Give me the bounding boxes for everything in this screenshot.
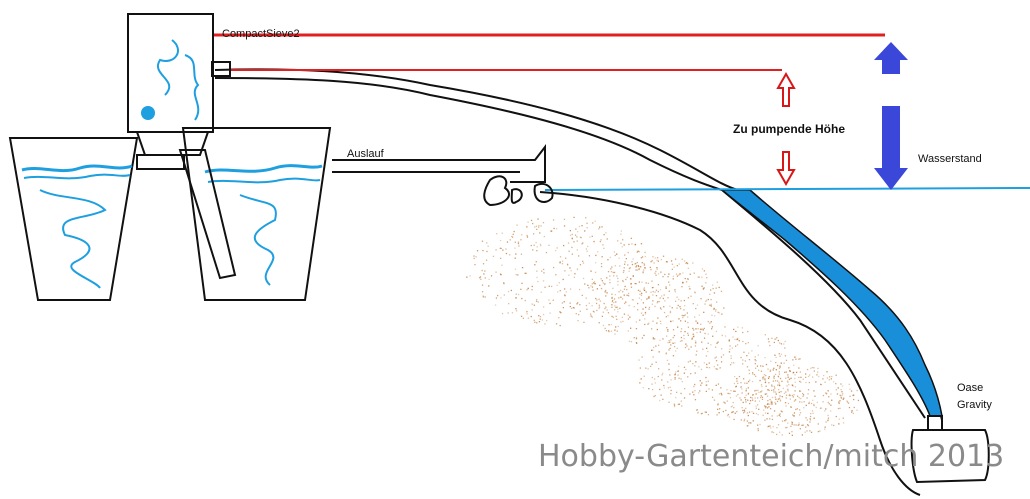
left-bucket <box>8 137 139 301</box>
filled-pipe-section <box>719 189 943 417</box>
water-level-label: Wasserstand <box>918 153 982 165</box>
pump-height-label: Zu pumpende Höhe <box>733 122 845 136</box>
sieve-label: CompactSieve2 <box>222 28 300 40</box>
oase-gravity-pump <box>910 415 990 484</box>
return-pipe <box>178 149 237 280</box>
right-bucket <box>181 127 332 301</box>
watermark: Hobby-Gartenteich/mitch 2013 <box>538 439 1004 474</box>
water-level-arrows <box>874 42 908 190</box>
outlet-label: Auslauf <box>347 148 385 160</box>
water-level-line <box>544 187 1030 191</box>
up-solid-arrow-icon <box>874 42 908 74</box>
pump-height-arrows <box>776 71 796 187</box>
pump-name-line1: Oase <box>957 382 983 394</box>
compact-sieve <box>127 13 231 156</box>
support-board <box>136 154 185 170</box>
down-solid-arrow-icon <box>874 106 908 190</box>
down-outline-arrow-icon <box>776 151 796 187</box>
gravel-speckle <box>466 216 860 436</box>
up-outline-arrow-icon <box>776 71 796 107</box>
pump-name-line2: Gravity <box>957 399 992 411</box>
outlet-channel <box>332 144 554 207</box>
